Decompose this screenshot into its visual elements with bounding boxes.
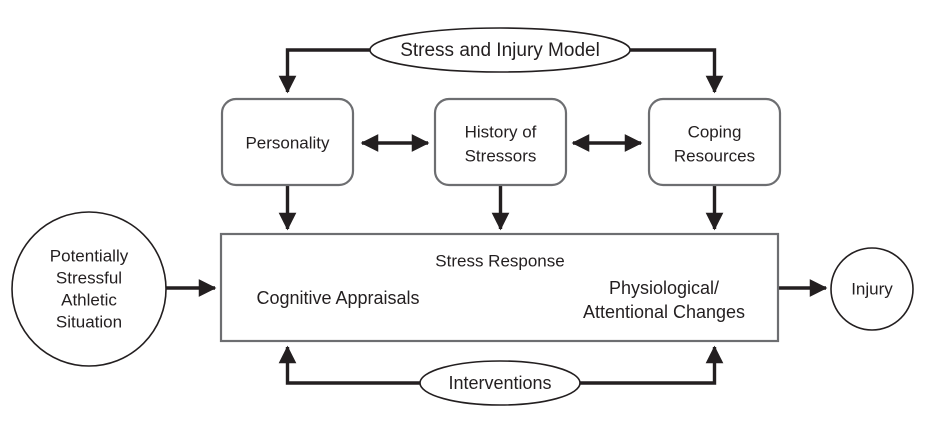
injury-label: Injury <box>851 279 893 298</box>
connector-interventions-to-stress-response-left <box>278 345 420 385</box>
node-history-of-stressors: History of Stressors <box>433 97 568 187</box>
interventions-label: Interventions <box>448 373 551 393</box>
node-potentially-stressful-athletic-situation: Potentially Stressful Athletic Situation <box>11 211 167 367</box>
coping-resources-label-line1: Coping <box>688 122 742 141</box>
connector-title-to-coping <box>630 48 724 94</box>
personality-label: Personality <box>245 133 330 152</box>
stress-response-heading: Stress Response <box>435 251 564 270</box>
cognitive-appraisals-label: Cognitive Appraisals <box>256 288 419 308</box>
situation-label-line3: Athletic <box>61 290 117 309</box>
node-interventions: Interventions <box>419 360 581 406</box>
connector-interventions-to-stress-response-right <box>580 345 724 385</box>
physiological-changes-label-line1: Physiological/ <box>609 278 719 298</box>
node-stress-response: Stress Response Cognitive Appraisals Phy… <box>219 232 780 343</box>
situation-label-line2: Stressful <box>56 268 122 287</box>
history-of-stressors-label-line1: History of <box>465 122 537 141</box>
situation-label-line1: Potentially <box>50 246 129 265</box>
node-personality: Personality <box>220 97 355 187</box>
connector-title-to-personality <box>278 48 370 94</box>
coping-resources-label-line2: Resources <box>674 146 755 165</box>
physiological-changes-label-line2: Attentional Changes <box>583 302 745 322</box>
node-coping-resources: Coping Resources <box>647 97 782 187</box>
situation-label-line4: Situation <box>56 312 122 331</box>
node-stress-and-injury-model: Stress and Injury Model <box>369 27 631 73</box>
history-of-stressors-label-line2: Stressors <box>465 146 537 165</box>
title-node-label: Stress and Injury Model <box>400 40 600 61</box>
node-injury: Injury <box>830 247 914 331</box>
